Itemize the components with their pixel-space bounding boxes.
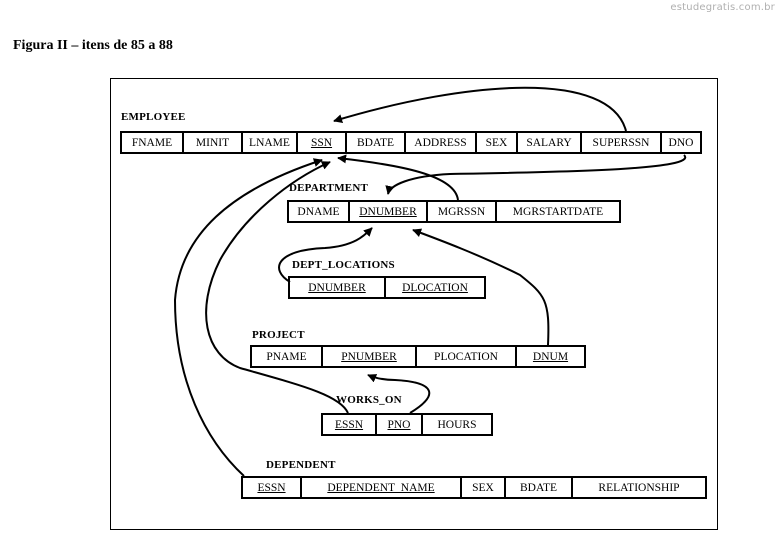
project-title: PROJECT — [252, 329, 305, 341]
employee-attr-lname: LNAME — [243, 133, 298, 152]
employee-attr-dno: DNO — [668, 136, 694, 149]
works-on-title: WORKS_ON — [336, 394, 402, 406]
works-on-table: ESSN PNO HOURS — [321, 413, 493, 436]
project-attr-dnum: DNUM — [532, 350, 569, 363]
dept-locations-attr-dlocation: DLOCATION — [402, 281, 468, 294]
employee-attr-salary: SALARY — [518, 133, 582, 152]
employee-attr-ssn: SSN — [298, 133, 347, 152]
department-attr-mgrssn: MGRSSN — [428, 202, 497, 221]
dependent-attr-relationship: RELATIONSHIP — [598, 481, 680, 494]
dependent-table: ESSN DEPENDENT_NAME SEX BDATE RELATIONSH… — [241, 476, 707, 499]
works-on-attr-pno: PNO — [377, 415, 423, 434]
dept-locations-table: DNUMBER DLOCATION — [288, 276, 486, 299]
diagram-frame — [110, 78, 718, 530]
dept-locations-attr-dnumber: DNUMBER — [290, 278, 386, 297]
works-on-attr-hours: HOURS — [437, 418, 477, 431]
employee-attr-address: ADDRESS — [406, 133, 477, 152]
employee-attr-sex: SEX — [477, 133, 518, 152]
dependent-attr-bdate: BDATE — [506, 478, 573, 497]
employee-attr-fname: FNAME — [122, 133, 184, 152]
dept-locations-title: DEPT_LOCATIONS — [292, 259, 395, 271]
works-on-attr-essn: ESSN — [323, 415, 377, 434]
department-attr-dname: DNAME — [289, 202, 350, 221]
project-attr-pnumber: PNUMBER — [323, 347, 417, 366]
employee-attr-minit: MINIT — [184, 133, 243, 152]
employee-title: EMPLOYEE — [121, 111, 186, 123]
department-attr-mgrstartdate: MGRSTARTDATE — [512, 205, 604, 218]
department-attr-dnumber: DNUMBER — [350, 202, 428, 221]
department-table: DNAME DNUMBER MGRSSN MGRSTARTDATE — [287, 200, 621, 223]
department-title: DEPARTMENT — [289, 182, 369, 194]
figure-caption: Figura II – itens de 85 a 88 — [13, 38, 173, 53]
project-table: PNAME PNUMBER PLOCATION DNUM — [250, 345, 586, 368]
employee-table: FNAME MINIT LNAME SSN BDATE ADDRESS SEX … — [120, 131, 702, 154]
project-attr-plocation: PLOCATION — [417, 347, 517, 366]
dependent-attr-essn: ESSN — [243, 478, 302, 497]
project-attr-pname: PNAME — [252, 347, 323, 366]
employee-attr-superssn: SUPERSSN — [582, 133, 662, 152]
employee-attr-bdate: BDATE — [347, 133, 406, 152]
watermark: estudegratis.com.br — [670, 2, 775, 13]
dependent-attr-sex: SEX — [462, 478, 506, 497]
dependent-attr-dependent-name: DEPENDENT_NAME — [302, 478, 462, 497]
dependent-title: DEPENDENT — [266, 459, 336, 471]
